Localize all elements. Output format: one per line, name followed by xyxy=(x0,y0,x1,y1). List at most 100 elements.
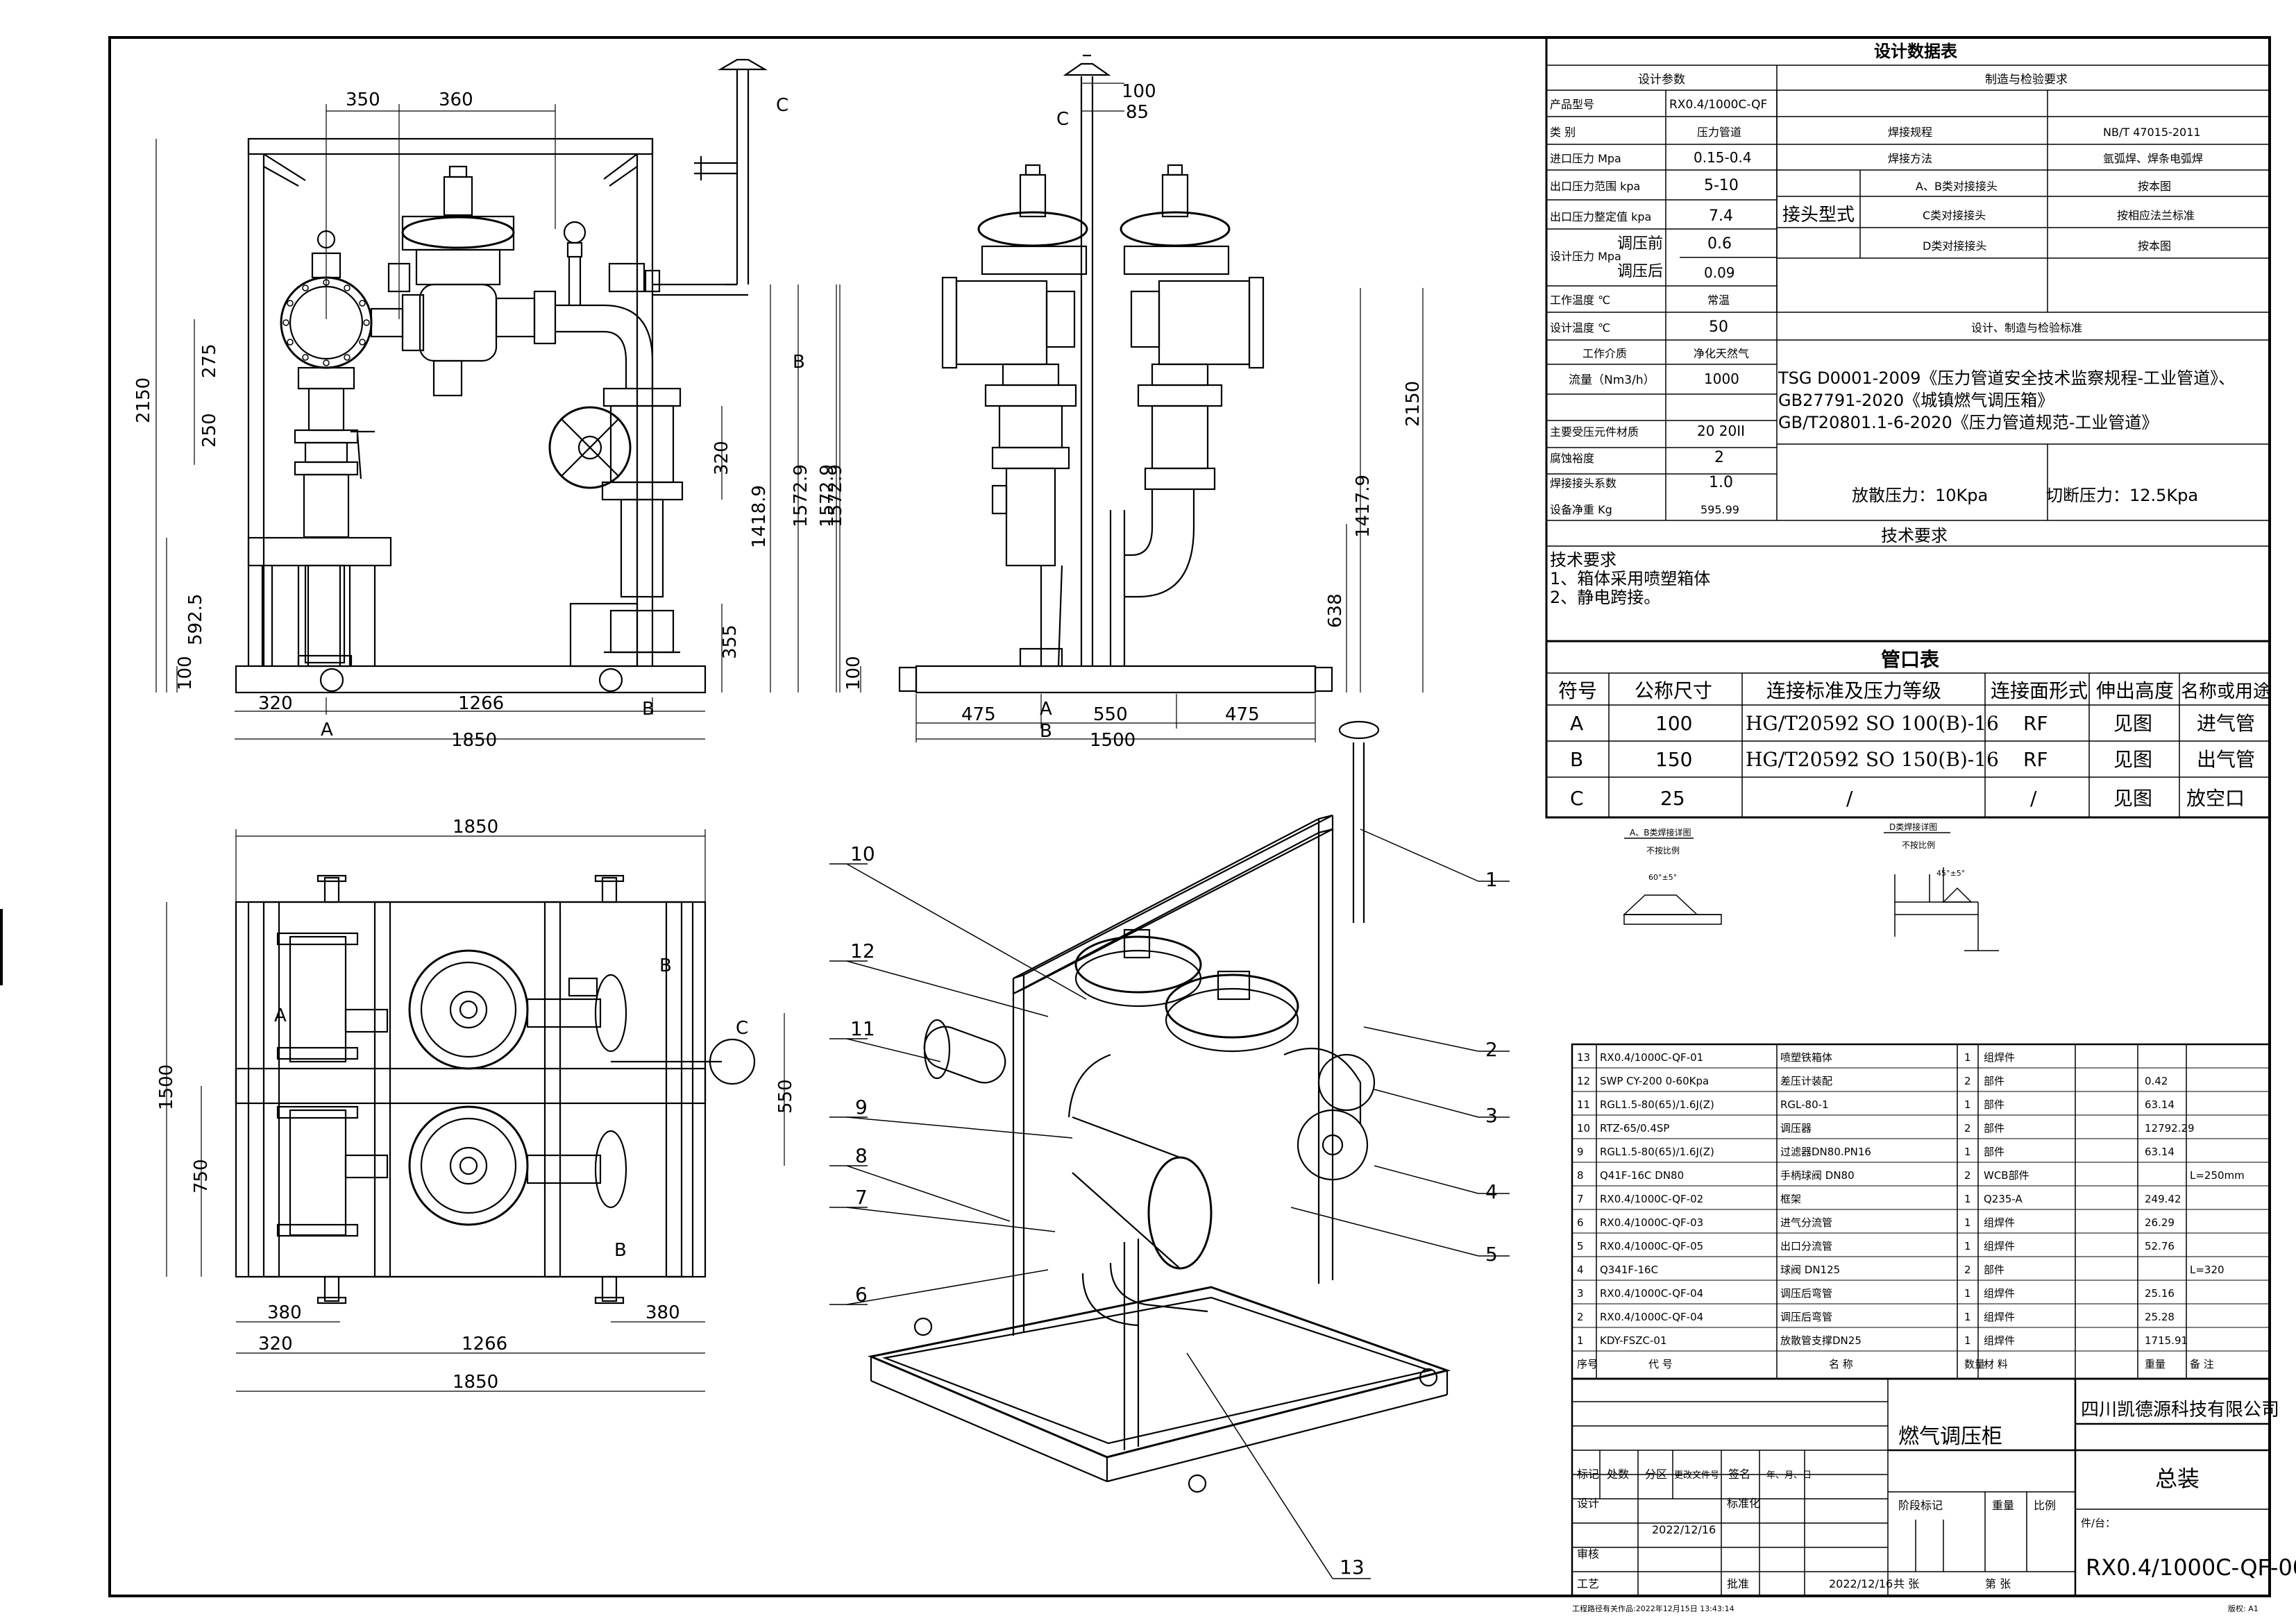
design-head-right: 制造与检验要求 xyxy=(1985,73,2068,87)
bom-cell: 1 xyxy=(1964,1216,1971,1229)
nozzle-b-size: 150 xyxy=(1655,748,1692,771)
row-inlet-pressure-value: 0.15-0.4 xyxy=(1694,149,1752,166)
bom-cell: RX0.4/1000C-QF-05 xyxy=(1600,1240,1703,1252)
bom-cell: WCB部件 xyxy=(1984,1169,2029,1182)
callout-11: 11 xyxy=(850,1017,875,1040)
callout-4: 4 xyxy=(1485,1180,1498,1203)
weld-rule-label: 焊接规程 xyxy=(1888,126,1932,139)
joint-c-label: C类对接接头 xyxy=(1923,209,1986,222)
row-outlet-range-value: 5-10 xyxy=(1704,177,1739,194)
weld-details xyxy=(1623,832,1999,951)
nozzle-c-use: 放空口 xyxy=(2186,787,2245,810)
nozzle-b-std: HG/T20592 SO 150(B)-16 xyxy=(1746,748,1999,771)
bom-cell: 11 xyxy=(1577,1098,1590,1111)
std-line-2: GB27791-2020《城镇燃气调压箱》 xyxy=(1778,391,2054,410)
dim-1850: 1850 xyxy=(451,730,497,751)
bom-header-cell: 材 料 xyxy=(1984,1358,2008,1370)
row-design-temp-label: 设计温度 ℃ xyxy=(1550,321,1610,334)
bom-cell: 63.14 xyxy=(2145,1146,2175,1158)
row-design-after-label: 调压后 xyxy=(1617,263,1663,280)
design-data-text: 设计数据表 设计参数 制造与检验要求 产品型号 RX0.4/1000C-QF 类… xyxy=(1550,42,2235,607)
weld-d2-sub: 不按比例 xyxy=(1902,840,1935,850)
bom-cell: 调压器 xyxy=(1780,1122,1812,1135)
bom-cell: 组焊件 xyxy=(1984,1051,2015,1064)
row-design-pressure-label: 设计压力 Mpa xyxy=(1550,250,1621,263)
nozzle-table xyxy=(1545,640,2271,819)
tech-req-line-1: 1、箱体采用喷塑箱体 xyxy=(1550,569,1710,588)
nozzle-b-height: 见图 xyxy=(2113,748,2152,771)
row-work-temp-value: 常温 xyxy=(1707,294,1730,307)
callout-5: 5 xyxy=(1485,1243,1498,1266)
bom-cell: 放散管支撑DN25 xyxy=(1780,1334,1862,1347)
bom-cell: 52.76 xyxy=(2145,1240,2175,1252)
iso-leaders xyxy=(829,829,1510,1579)
bom-cell: RX0.4/1000C-QF-02 xyxy=(1600,1193,1703,1205)
side-view xyxy=(898,54,1333,694)
nozzle-c-sym: C xyxy=(1570,787,1584,810)
tb-stage: 阶段标记 xyxy=(1898,1499,1943,1512)
bom-cell: 1 xyxy=(1964,1334,1971,1347)
tech-req-line-0: 技术要求 xyxy=(1550,550,1617,570)
bom-cell: KDY-FSZC-01 xyxy=(1600,1334,1667,1347)
tb-sheet: 第 张 xyxy=(1985,1577,2011,1590)
dim-1418-9: 1418.9 xyxy=(749,485,770,548)
joint-c-value: 按相应法兰标准 xyxy=(2117,209,2195,222)
tb-scale: 比例 xyxy=(2034,1499,2056,1512)
design-table-title: 设计数据表 xyxy=(1874,42,1958,61)
edge-marker xyxy=(0,909,3,985)
bom-cell: 12792.29 xyxy=(2145,1122,2195,1135)
top-view-dimensions xyxy=(166,829,785,1392)
bom-cell: 过滤器DN80.PN16 xyxy=(1780,1146,1871,1158)
weld-rule-value: NB/T 47015-2011 xyxy=(2103,126,2201,139)
bom-cell: 部件 xyxy=(1984,1098,2004,1111)
bom-cell: RTZ-65/0.4SP xyxy=(1600,1122,1669,1135)
footer-note-2: 版权: A1 xyxy=(2228,1604,2259,1613)
tb-sign: 签名 xyxy=(1728,1468,1750,1481)
bom-cell: 4 xyxy=(1577,1264,1584,1276)
design-data-table xyxy=(1545,36,2271,643)
dim-1850-top-b: 1850 xyxy=(453,1372,498,1393)
tb-doc: 更改文件号 xyxy=(1674,1470,1719,1481)
nozzle-title: 管口表 xyxy=(1881,648,1939,671)
product-name: 燃气调压柜 xyxy=(1898,1425,2002,1449)
tech-req-header: 技术要求 xyxy=(1881,526,1948,545)
tb-date: 年、月、日 xyxy=(1766,1470,1812,1481)
tb-approve: 批准 xyxy=(1727,1577,1749,1590)
row-design-after-value: 0.09 xyxy=(1704,264,1735,281)
nozzle-c-std: / xyxy=(1846,787,1853,810)
nozzle-h-symbol: 符号 xyxy=(1558,679,1597,702)
nozzle-a-size: 100 xyxy=(1655,712,1692,735)
dim-2150: 2150 xyxy=(133,377,154,423)
tb-check: 审核 xyxy=(1577,1547,1599,1561)
dim-100-side-v: 100 xyxy=(843,656,864,690)
bom-cell: 7 xyxy=(1577,1193,1584,1205)
weld-method-label: 焊接方法 xyxy=(1888,152,1932,165)
company-name: 四川凯德源科技有限公司 xyxy=(2081,1400,2279,1420)
footer-note: 工程路径有关作品:2022年12月15日 13:43:14 xyxy=(1572,1604,1734,1613)
bom-header-cell: 重量 xyxy=(2145,1358,2166,1370)
tech-req-line-2: 2、静电跨接。 xyxy=(1550,588,1660,607)
bom-cell: 部件 xyxy=(1984,1264,2004,1276)
label-A-top: A xyxy=(274,1005,287,1026)
dim-275: 275 xyxy=(199,343,220,378)
front-view-dimensions xyxy=(155,104,837,740)
weld-d1-title: A、B类焊接详图 xyxy=(1630,827,1691,838)
bom-cell: 0.42 xyxy=(2145,1075,2168,1087)
tb-zone: 分区 xyxy=(1645,1468,1667,1481)
bom-cell: 249.42 xyxy=(2145,1193,2181,1205)
nozzle-h-face: 连接面形式 xyxy=(1991,679,2088,702)
bom-cell: 部件 xyxy=(1984,1146,2004,1158)
label-B-side: B xyxy=(793,352,805,373)
front-view xyxy=(235,58,768,694)
callout-3: 3 xyxy=(1485,1104,1498,1127)
bom-header-cell: 序号 xyxy=(1577,1358,1598,1370)
nozzle-h-std: 连接标准及压力等级 xyxy=(1766,679,1941,702)
callout-9: 9 xyxy=(855,1096,868,1119)
row-corrosion-label: 腐蚀裕度 xyxy=(1550,452,1594,465)
bom-cell: 调压后弯管 xyxy=(1780,1311,1832,1323)
dim-380a: 380 xyxy=(267,1302,302,1323)
dim-1572-9b: 1572.9 xyxy=(817,464,838,527)
nozzle-a-face: RF xyxy=(2023,712,2048,735)
bom-cell: 10 xyxy=(1577,1122,1590,1135)
